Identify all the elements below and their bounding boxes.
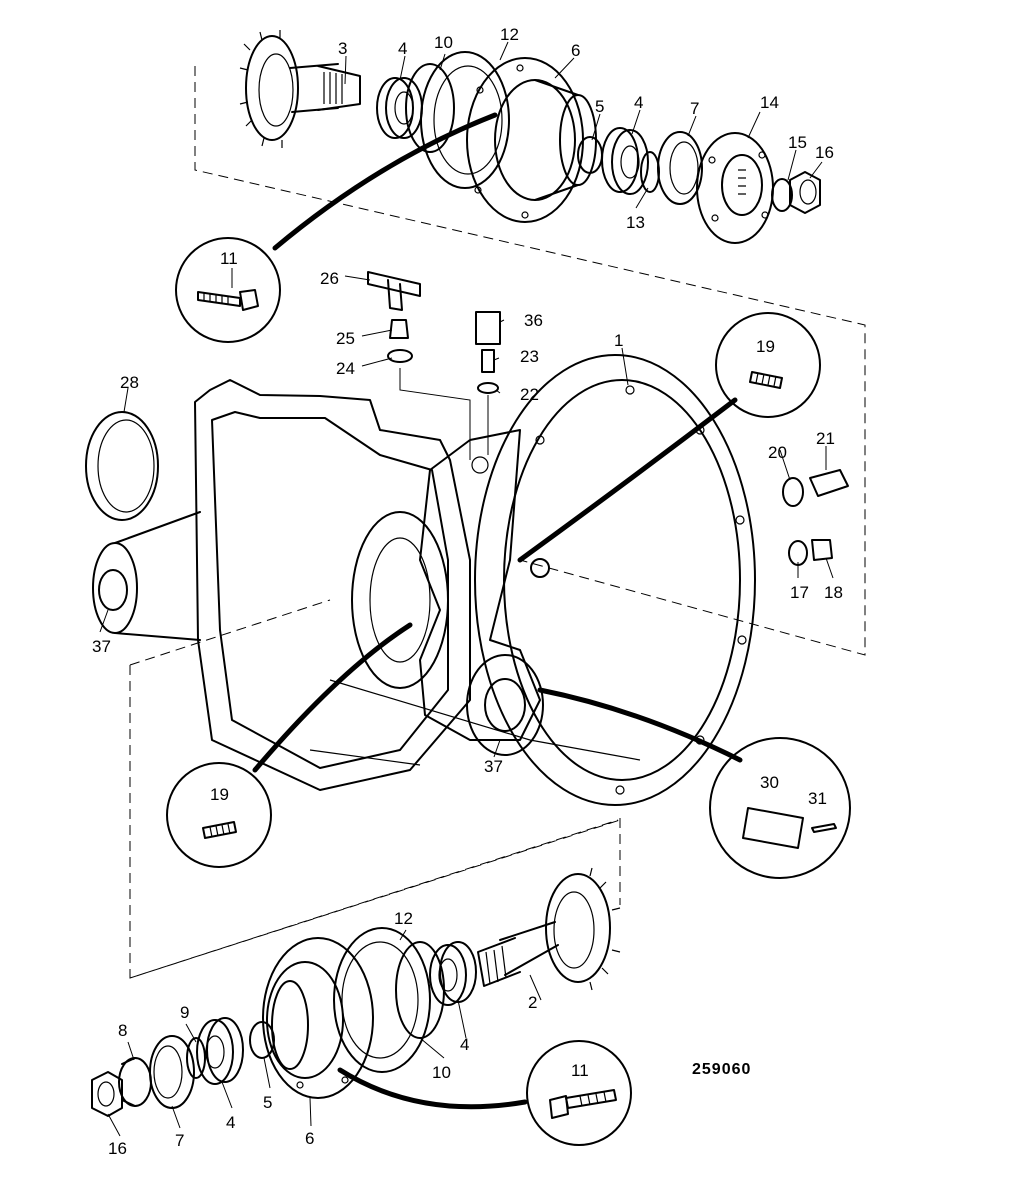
upper-bearing-a bbox=[376, 77, 423, 139]
cover-plate bbox=[85, 411, 159, 521]
callout-shim-upper: 10 bbox=[434, 33, 453, 52]
upper-bevel-gear bbox=[239, 30, 361, 148]
lower-spacer bbox=[249, 1021, 275, 1059]
callout-stud-left: 19 bbox=[210, 785, 229, 804]
leader-lines bbox=[99, 41, 834, 1137]
callout-fitting-21: 21 bbox=[816, 429, 835, 448]
callout-spacer-upper: 5 bbox=[595, 97, 604, 116]
stud-inset-right bbox=[517, 312, 821, 563]
upper-bearing-cage bbox=[466, 57, 597, 223]
callout-cage-upper: 6 bbox=[571, 41, 580, 60]
upper-bearing-b bbox=[601, 127, 649, 195]
callout-tee-26: 26 bbox=[320, 269, 339, 288]
housing-ring bbox=[474, 354, 756, 806]
lower-bearing-cage bbox=[262, 937, 374, 1099]
upper-seal bbox=[657, 131, 703, 205]
upper-circlip bbox=[640, 151, 660, 193]
callout-washer-22: 22 bbox=[520, 385, 539, 404]
lower-seal bbox=[149, 1035, 195, 1109]
callout-bearing-lower-b: 4 bbox=[226, 1113, 235, 1132]
tee-fitting bbox=[367, 271, 421, 311]
callout-plate-30: 30 bbox=[760, 773, 779, 792]
callout-cover-28: 28 bbox=[120, 373, 139, 392]
upper-shim bbox=[405, 63, 455, 153]
callout-flange-lower: 8 bbox=[118, 1021, 127, 1040]
callout-seal-lower: 7 bbox=[175, 1131, 184, 1150]
callout-shim-lower: 10 bbox=[432, 1063, 451, 1082]
washer-22-shape bbox=[477, 382, 499, 394]
callout-breather-23: 23 bbox=[520, 347, 539, 366]
plate-inset bbox=[537, 687, 851, 879]
callout-gasket-lower: 12 bbox=[394, 909, 413, 928]
center-boss bbox=[466, 654, 544, 756]
callout-bearing-lower-a: 4 bbox=[460, 1035, 469, 1054]
callout-cap-36: 36 bbox=[524, 311, 543, 330]
callout-bolt-top: 11 bbox=[220, 249, 238, 268]
callout-shaft-lower: 2 bbox=[528, 993, 537, 1012]
callout-washer-20: 20 bbox=[768, 443, 787, 462]
upper-shaft-assembly bbox=[194, 30, 866, 656]
callout-cage-lower: 6 bbox=[305, 1129, 314, 1148]
plug-18-shape bbox=[788, 539, 833, 566]
breather-23-shape bbox=[481, 349, 495, 373]
callout-gasket-upper: 12 bbox=[500, 25, 519, 44]
callout-circlip-lower: 9 bbox=[180, 1003, 189, 1022]
bolt-inset-top bbox=[175, 112, 498, 343]
callout-washer-17: 17 bbox=[790, 583, 809, 602]
upper-nut bbox=[789, 171, 821, 214]
breather-fittings bbox=[367, 271, 501, 460]
callout-adapter-25: 25 bbox=[336, 329, 355, 348]
callout-washer-24: 24 bbox=[336, 359, 355, 378]
callout-circlip-upper: 13 bbox=[626, 213, 645, 232]
lower-bearing-b bbox=[196, 1017, 244, 1085]
lower-gasket bbox=[333, 927, 431, 1073]
upper-gasket bbox=[420, 51, 510, 189]
lower-circlip bbox=[186, 1037, 206, 1079]
axle-housing bbox=[92, 354, 756, 806]
callout-nut-upper: 16 bbox=[815, 143, 834, 162]
callout-shaft-upper: 3 bbox=[338, 39, 347, 58]
callout-plug-37-center: 37 bbox=[484, 757, 503, 776]
callout-washer-upper: 15 bbox=[788, 133, 807, 152]
callout-seal-upper: 7 bbox=[690, 99, 699, 118]
lower-nut bbox=[91, 1071, 123, 1117]
adapter-fitting bbox=[389, 319, 409, 339]
callout-stud-right: 19 bbox=[756, 337, 775, 356]
callout-housing: 1 bbox=[614, 331, 623, 350]
callout-bolt-bottom: 11 bbox=[571, 1061, 589, 1080]
figure-code: 259060 bbox=[692, 1061, 751, 1078]
upper-washer bbox=[771, 178, 793, 212]
washer-24-shape bbox=[387, 349, 413, 363]
callout-bearing-upper-b: 4 bbox=[634, 93, 643, 112]
right-side-fittings bbox=[782, 469, 849, 566]
bolt-inset-bottom bbox=[337, 1040, 632, 1146]
lower-flange bbox=[118, 1057, 152, 1107]
callout-labels: 1 2 3 4 4 4 4 5 5 6 6 7 7 8 9 10 10 11 1… bbox=[92, 25, 843, 1158]
callout-plug-18: 18 bbox=[824, 583, 843, 602]
fitting-21-shape bbox=[782, 469, 849, 507]
lower-bearing-a bbox=[429, 941, 477, 1006]
callout-flange-upper: 14 bbox=[760, 93, 779, 112]
callout-rivet-31: 31 bbox=[808, 789, 827, 808]
housing-drum bbox=[92, 511, 201, 641]
callout-bearing-upper-a: 4 bbox=[398, 39, 407, 58]
lower-bevel-gear bbox=[477, 867, 621, 991]
upper-output-flange bbox=[696, 132, 774, 244]
lower-shaft-assembly bbox=[91, 599, 621, 1117]
cap-36-shape bbox=[475, 311, 501, 345]
callout-spacer-lower: 5 bbox=[263, 1093, 272, 1112]
stud-inset-left bbox=[166, 622, 413, 868]
callout-plug-37-left: 37 bbox=[92, 637, 111, 656]
callout-nut-lower: 16 bbox=[108, 1139, 127, 1158]
